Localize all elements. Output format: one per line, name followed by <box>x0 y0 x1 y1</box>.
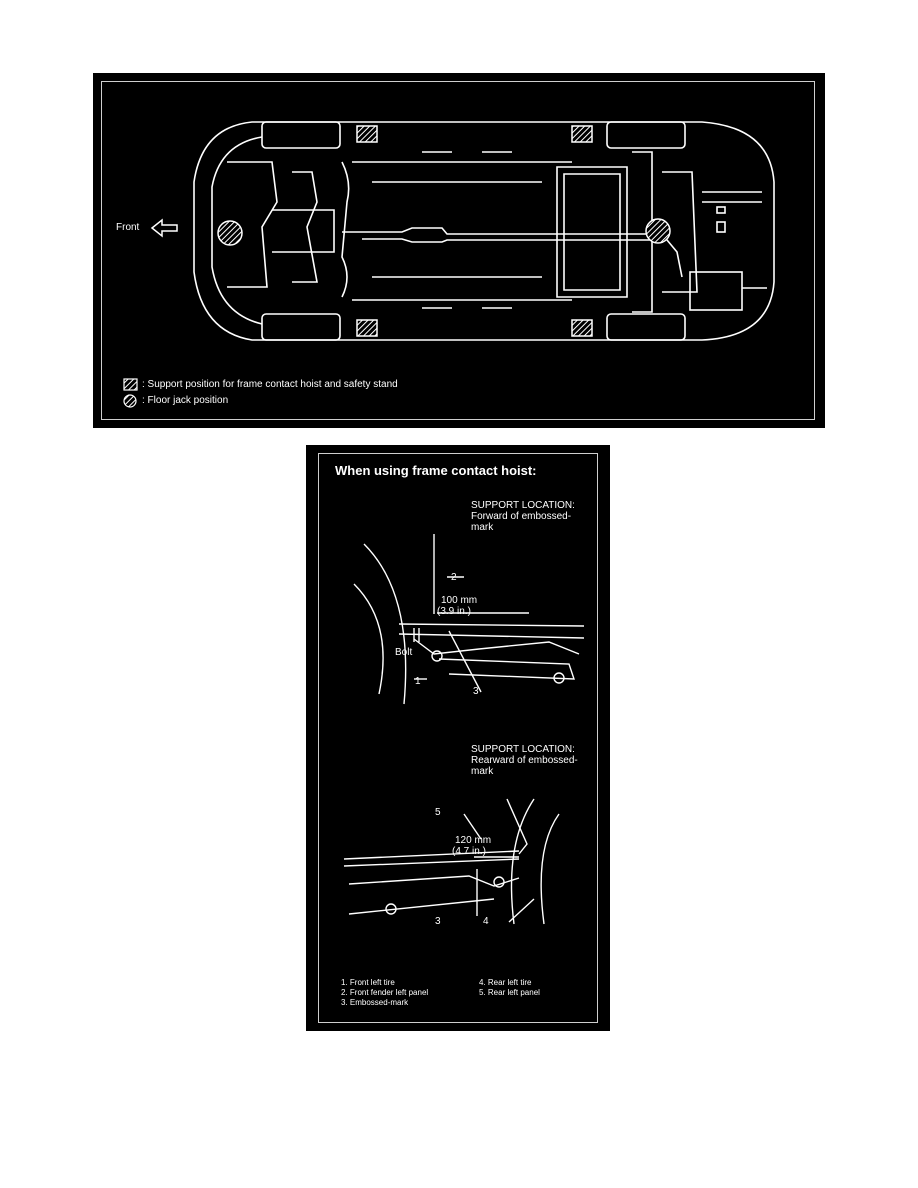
front-distance-mm: 100 mm <box>441 595 478 606</box>
front-support-label-line1: SUPPORT LOCATION: <box>471 500 575 511</box>
support-points <box>356 125 593 337</box>
hoist-drawing <box>343 534 585 925</box>
legend-floor-jack: : Floor jack position <box>142 395 229 406</box>
key-item-1: 1. Front left tire <box>341 978 395 987</box>
underbody-drawing <box>123 121 775 408</box>
key-item-4: 4. Rear left tire <box>479 978 532 987</box>
front-support-label-line3: mark <box>471 522 494 533</box>
rear-support-label-line1: SUPPORT LOCATION: <box>471 744 575 755</box>
rear-distance-in: (4.7 in.) <box>452 846 486 857</box>
callout-2: 2 <box>451 572 457 583</box>
callout-3-front: 3 <box>473 686 479 697</box>
key-item-3: 3. Embossed-mark <box>341 998 409 1007</box>
jack-points <box>217 218 671 246</box>
front-label: Front <box>116 222 140 233</box>
front-support-label-line2: Forward of embossed- <box>471 511 572 522</box>
callout-5: 5 <box>435 807 441 818</box>
callout-4: 4 <box>483 916 489 927</box>
callout-3-rear: 3 <box>435 916 441 927</box>
key-item-5: 5. Rear left panel <box>479 988 540 997</box>
front-arrow-icon <box>150 218 178 238</box>
underbody-frame: Front : Support position for frame conta… <box>101 81 815 420</box>
legend-support: : Support position for frame contact hoi… <box>142 379 398 390</box>
callout-1: 1 <box>415 676 421 687</box>
front-distance-in: (3.9 in.) <box>437 606 471 617</box>
key-item-2: 2. Front fender left panel <box>341 988 429 997</box>
hoist-diagram: When using frame contact hoist: SUPPORT … <box>306 445 610 1031</box>
rear-support-label-line2: Rearward of embossed- <box>471 755 578 766</box>
hoist-title: When using frame contact hoist: <box>335 463 537 478</box>
rear-distance-mm: 120 mm <box>455 835 492 846</box>
underbody-diagram: Front : Support position for frame conta… <box>93 73 825 428</box>
bolt-label: Bolt <box>395 647 413 658</box>
rear-support-label-line3: mark <box>471 766 494 777</box>
hoist-frame: When using frame contact hoist: SUPPORT … <box>318 453 598 1023</box>
